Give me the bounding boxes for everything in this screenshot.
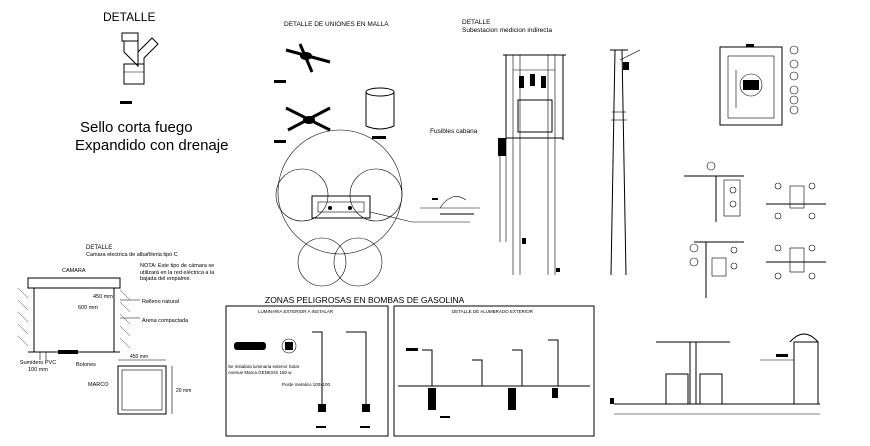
chamber-note: NOTA: Este tipo de cámara se utilizará e… [140,263,215,282]
hazard-panel-left [225,305,389,437]
bolones-label: Bolones [76,362,96,368]
dim-450: 450 mm [93,294,113,300]
hazard-zones: ZONAS PELIGROSAS EN BOMBAS DE GASOLINA L… [225,295,595,437]
joint-tee-icon [274,43,331,83]
canopy-section [610,333,820,415]
chamber-detail: DETALLE Camara electrica de albañileria … [17,245,215,415]
substation-detail: DETALLE Subestacion medicion indirecta F… [430,19,566,275]
luminaire-note-box: Se instalara luminaria exterior Solar Av… [228,364,300,375]
mesh-joints-title: DETALLE DE UNIONES EN MALLA [284,21,389,28]
fire-seal-line2: Expandido con drenaje [75,137,228,154]
joint-cross-icon [274,106,331,143]
chamber-label: DETALLE [86,245,112,251]
substation-pole [498,54,566,275]
mesh-joints-detail: DETALLE DE UNIONES EN MALLA [274,21,395,143]
luminaire-note: Se instalara luminaria exterior Solar Av… [228,364,300,375]
fire-seal-title: DETALLE [103,10,155,24]
panel-right-title: DETALLE DE ALUMBRADO EXTERIOR [452,309,534,314]
fire-seal-detail: DETALLE Sello corta fuego Expandido con … [75,10,228,154]
substation-subtitle: Subestacion medicion indirecta [462,27,552,34]
marco-plan [117,359,173,415]
sumidero-label: Sumidero PVC 100 mm [19,360,57,373]
luminaire-icon [234,338,297,354]
chamber-section [17,277,140,360]
lamp-posts-left [312,331,370,428]
relleno-label: Relleno natural [142,299,179,305]
dim-600: 600 mm [78,305,98,311]
marco-dim-side: 20 mm [176,388,191,394]
panel-left-title: LUMINARIA EXTERIOR A INSTALAR [258,309,334,314]
connector-details [684,161,826,298]
arena-label: Arena compactada [142,318,189,324]
chamber-note-box: NOTA: Este tipo de cámara se utilizará e… [140,263,215,282]
marco-label: MARCO [88,382,109,388]
lamp-posts-right [398,339,590,418]
hazard-panel-right [393,305,595,437]
hazard-title: ZONAS PELIGROSAS EN BOMBAS DE GASOLINA [265,295,465,305]
tall-pole-detail [610,49,641,276]
y-fitting-icon [120,32,159,104]
fire-seal-line1: Sello corta fuego [80,119,193,136]
fuses-label: Fusibles cabana [430,128,478,135]
pole-note: Poste metalico 100x100 [282,382,331,387]
sumidero-box: Sumidero PVC 100 mm [19,360,57,373]
meter-callouts [789,45,799,115]
substation-label: DETALLE [462,19,491,26]
chamber-subtitle: Camara electrica de albañileria tipo C [86,252,178,258]
meter-box-detail [719,44,799,126]
chamber-camara: CAMARA [62,268,86,274]
grounding-plan [275,129,480,287]
ground-rod-cylinder-icon [365,87,395,139]
marco-dim-top: 450 mm [130,354,148,360]
